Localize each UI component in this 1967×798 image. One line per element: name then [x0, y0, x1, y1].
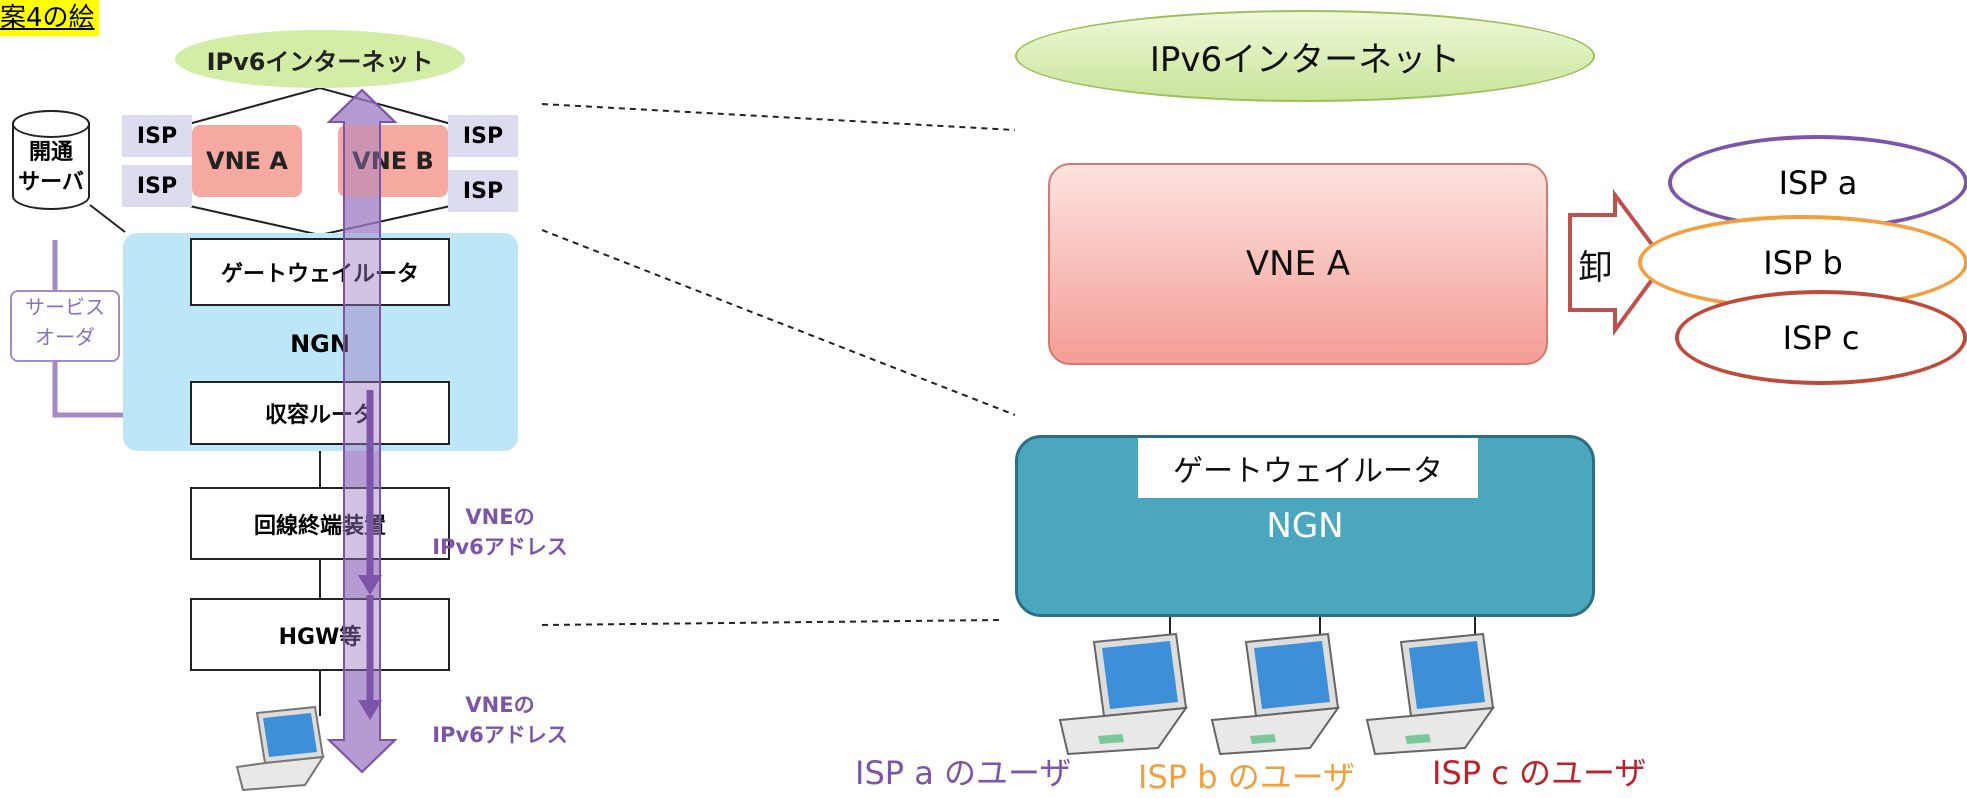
right-ngn — [1015, 435, 1595, 617]
vne-address-upper-line1: VNEの — [465, 505, 535, 529]
user-a-label: ISP a のユーザ — [855, 754, 1072, 792]
right-gateway-router: ゲートウェイルータ — [1138, 438, 1478, 498]
isp-badge-label: ISP — [462, 123, 504, 149]
right-gateway-label: ゲートウェイルータ — [1173, 454, 1443, 489]
isp-b-label: ISP b — [1763, 243, 1843, 282]
service-order-line2: オーダ — [35, 325, 95, 349]
server-label: 開通 サーバ — [14, 138, 88, 198]
service-order-box: サービス オーダ — [10, 290, 120, 362]
vne-address-upper-line2: IPv6アドレス — [432, 535, 568, 559]
left-user-laptop — [235, 705, 325, 792]
left-gateway-router: ゲートウェイルータ — [190, 238, 450, 306]
onu-box: 回線終端装置 — [190, 487, 450, 560]
server-label-line1: 開通 — [28, 140, 73, 165]
user-b-laptop — [1210, 632, 1340, 755]
user-a-laptop — [1058, 632, 1188, 755]
right-internet-label: IPv6インターネット — [1149, 39, 1461, 80]
hgw-box: HGW等 — [190, 598, 450, 671]
isp-c-label: ISP c — [1782, 318, 1860, 357]
right-vne-a: VNE A — [1048, 163, 1548, 365]
left-vne-a: VNE A — [192, 125, 302, 197]
server-cylinder-top — [12, 110, 90, 138]
left-ngn-label: NGN — [290, 330, 350, 358]
hgw-label: HGW等 — [278, 624, 362, 650]
left-upper-link — [184, 86, 456, 126]
access-router-label: 収容ルータ — [264, 403, 375, 428]
vne-address-label-upper: VNEの IPv6アドレス — [400, 502, 600, 562]
vne-address-label-lower: VNEの IPv6アドレス — [400, 690, 600, 750]
access-router: 収容ルータ — [190, 381, 450, 445]
vne-address-lower-line2: IPv6アドレス — [432, 723, 568, 747]
isp-a-label: ISP a — [1778, 163, 1858, 202]
service-order-line1: サービス — [25, 295, 105, 319]
isp-badge-label: ISP — [462, 178, 504, 204]
left-gateway-label: ゲートウェイルータ — [220, 262, 419, 287]
left-internet-cloud: IPv6インターネット — [175, 30, 465, 88]
right-ngn-label: NGN — [1266, 506, 1344, 546]
left-vne-b: VNE B — [338, 125, 448, 197]
isp-a-ellipse: ISP a — [1668, 135, 1967, 230]
wholesale-label: 卸 — [1578, 248, 1613, 288]
right-internet-cloud: IPv6インターネット — [1015, 10, 1595, 102]
wholesale-arrow — [1568, 188, 1668, 337]
figure-title: 案4の絵 — [0, 0, 99, 36]
server-label-line2: サーバ — [18, 170, 84, 195]
isp-badge-label: ISP — [136, 123, 178, 149]
right-vne-a-label: VNE A — [1245, 244, 1351, 284]
onu-label: 回線終端装置 — [253, 513, 386, 539]
user-b-label: ISP b のユーザ — [1138, 758, 1356, 796]
isp-badge: ISP — [448, 170, 518, 212]
left-internet-label: IPv6インターネット — [206, 47, 434, 76]
isp-badge: ISP — [122, 165, 192, 207]
left-vne-b-label: VNE B — [352, 147, 434, 175]
isp-badge: ISP — [122, 115, 192, 157]
user-c-label: ISP c のユーザ — [1432, 754, 1647, 792]
isp-badge: ISP — [448, 115, 518, 157]
user-c-laptop — [1365, 632, 1495, 755]
left-vne-a-label: VNE A — [206, 147, 288, 175]
isp-c-ellipse: ISP c — [1675, 290, 1967, 385]
isp-badge-label: ISP — [136, 173, 178, 199]
vne-address-lower-line1: VNEの — [465, 693, 535, 717]
